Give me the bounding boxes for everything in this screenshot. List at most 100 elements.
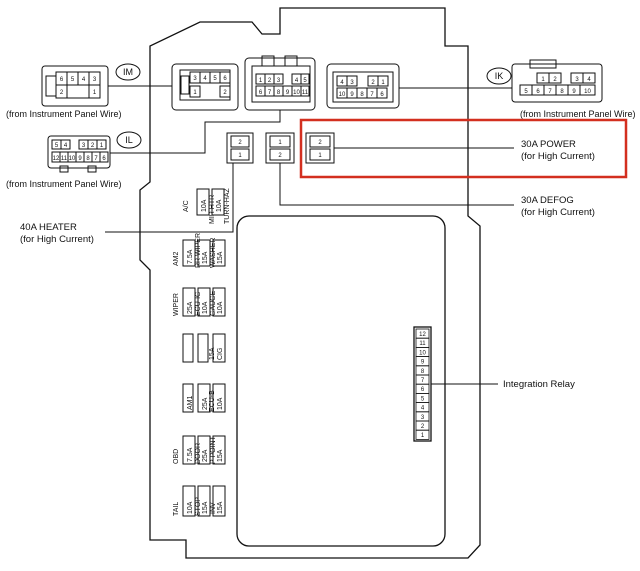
il-pin: 10 (69, 156, 76, 162)
il-pin: 12 (53, 156, 60, 162)
fuse-slot (212, 333, 226, 363)
im-tag: IM (123, 67, 133, 77)
fuse-label: 10A (187, 501, 194, 514)
integration-relay-label: Integration Relay (503, 379, 575, 390)
fuse-slot (197, 383, 211, 413)
fuse-slot (212, 383, 226, 413)
il-pin: 8 (86, 156, 90, 162)
fuse-slot (212, 287, 226, 317)
heater-pin: 2 (238, 140, 242, 146)
fuse-slot (197, 287, 211, 317)
fuse-label: AM1 (187, 396, 194, 411)
il-socket-pin: 5 (303, 78, 307, 84)
integration-relay-pin: 12 (419, 332, 426, 338)
heater-pin: 1 (238, 153, 242, 159)
im-socket-pin: 5 (213, 76, 217, 82)
il-socket-pin: 9 (286, 90, 290, 96)
fuse-slot (212, 485, 226, 517)
connector-im-external (41, 65, 109, 107)
ik-pin: 8 (560, 89, 564, 95)
fuse-label: AM2 (173, 252, 180, 267)
connector-ik-external (511, 59, 603, 103)
fuse-label: 15A (217, 501, 224, 514)
ik-pin: 10 (584, 89, 591, 95)
ik-socket-pin: 3 (350, 80, 354, 86)
il-pin: 7 (94, 156, 98, 162)
defog-pin: 2 (278, 153, 282, 159)
il-tag-circle (116, 131, 142, 149)
il-tag: IL (125, 135, 133, 145)
fuse-label: A/C (183, 200, 190, 212)
fuse-label: STOP (195, 497, 202, 516)
ik-pin: 9 (572, 89, 576, 95)
im-pin: 3 (93, 77, 97, 83)
defog-pin: 1 (278, 140, 282, 146)
fuse-label: ECU-IG (195, 292, 202, 317)
ik-socket-pin: 9 (350, 92, 354, 98)
integration-relay-pin: 4 (421, 406, 425, 412)
defog-sublabel: (for High Current) (521, 207, 595, 218)
housing-outline (139, 7, 481, 559)
il-pin: 5 (55, 143, 59, 149)
fuse-label: DOOR (195, 443, 202, 464)
ik-tag-circle (486, 67, 512, 85)
integration-relay-pin: 5 (421, 396, 425, 402)
fuse-label: OBD (173, 449, 180, 464)
ik-pin: 5 (524, 89, 528, 95)
il-socket-pin: 6 (259, 90, 263, 96)
il-socket-pin: 4 (295, 78, 299, 84)
fuse-label: WASHER (210, 238, 217, 268)
il-pin: 11 (61, 156, 68, 162)
il-socket-pin: 1 (259, 78, 263, 84)
relay-heater (226, 132, 254, 164)
ik-pin: 2 (553, 77, 557, 83)
il-socket-pin: 8 (277, 90, 281, 96)
integration-relay-pin: 1 (421, 433, 425, 439)
fuse-label: INV (210, 502, 217, 514)
fuse-slot (197, 239, 211, 267)
fuse-slot (182, 383, 194, 413)
power-sublabel: (for High Current) (521, 151, 595, 162)
fuse-label: 10A (202, 301, 209, 314)
fuse-slot (197, 435, 211, 465)
fuse-slot (197, 333, 209, 363)
fuse-label: 25A (202, 449, 209, 462)
fuse-label: P POINT (210, 435, 217, 464)
ik-tag: IK (495, 71, 504, 81)
ik-pin: 7 (548, 89, 552, 95)
ik-socket-pin: 6 (380, 92, 384, 98)
integration-relay-pin: 9 (421, 360, 425, 366)
fuse-label: 7.5A (187, 249, 194, 264)
integration-relay-pin: 7 (421, 378, 425, 384)
ik-socket-pin: 8 (360, 92, 364, 98)
im-pin: 1 (93, 90, 97, 96)
ik-socket-pin: 7 (370, 92, 374, 98)
integration-relay-pin: 3 (421, 415, 425, 421)
il-socket-pin: 7 (268, 90, 272, 96)
ik-pin: 1 (541, 77, 545, 83)
fuse-label: 10A (217, 397, 224, 410)
ik-pin: 4 (587, 77, 591, 83)
connector-il-external (47, 135, 111, 173)
power-pin: 2 (318, 140, 322, 146)
fuse-slot (182, 485, 196, 517)
fuse-slot (212, 435, 226, 465)
integration-relay-pin: 11 (419, 341, 426, 347)
fuse-label: CIG (217, 348, 224, 360)
fuse-label: 15A (202, 501, 209, 514)
heater-label: 40A HEATER (20, 222, 77, 233)
ik-caption: (from Instrument Panel Wire) (520, 109, 636, 119)
fuse-label: ECU-B (209, 390, 216, 412)
fuse-label: GAUGE (210, 290, 217, 316)
im-pin: 2 (60, 90, 64, 96)
fuse-label: 10A (217, 301, 224, 314)
ik-pin: 3 (575, 77, 579, 83)
fuse-label: MIR HTR (209, 195, 216, 224)
power-label: 30A POWER (521, 139, 576, 150)
ik-socket-pin: 4 (340, 80, 344, 86)
power-pin: 1 (318, 153, 322, 159)
im-pin: 6 (60, 77, 64, 83)
fuse-label: TURN-HAZ (224, 188, 231, 224)
integration-relay-pin: 6 (421, 387, 425, 393)
